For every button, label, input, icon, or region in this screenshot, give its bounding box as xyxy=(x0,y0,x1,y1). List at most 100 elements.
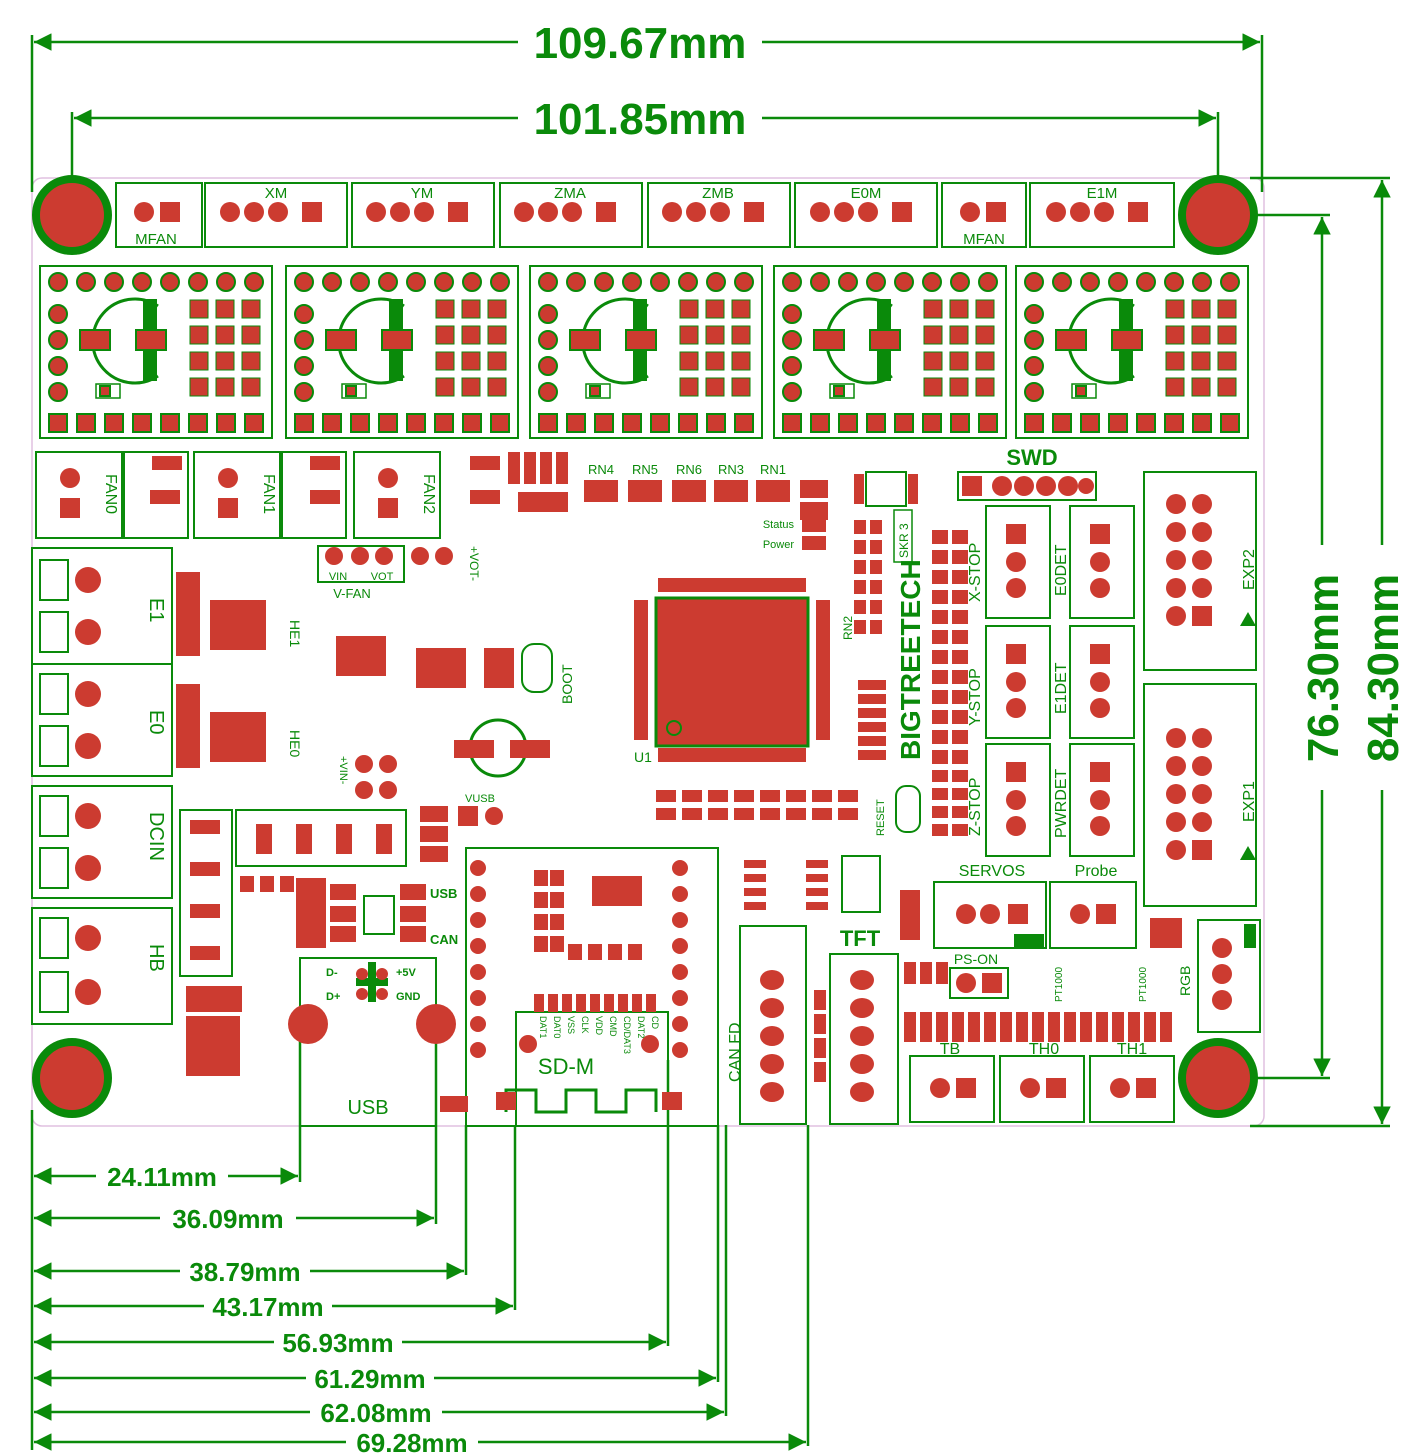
conn-label-e1m: E1M xyxy=(1087,185,1118,202)
smd-pad xyxy=(854,560,866,574)
smd-pad xyxy=(870,540,882,554)
driver-pin xyxy=(48,382,68,402)
driver-pin xyxy=(1024,330,1044,350)
driver-socket-5 xyxy=(1015,265,1249,439)
driver-pin xyxy=(978,272,998,292)
driver-socket-2 xyxy=(285,265,519,439)
dim-bottom-1: 24.11mm xyxy=(107,1162,217,1192)
sd-pad xyxy=(672,990,688,1006)
rgb-label: RGB xyxy=(1177,966,1193,996)
misc-smd-pads xyxy=(240,806,1182,1112)
vot-label: VOT xyxy=(371,571,394,583)
driver-jumper xyxy=(461,325,481,345)
e1det-label: E1DET xyxy=(1053,662,1070,714)
driver-pin xyxy=(160,272,180,292)
smd-pad xyxy=(656,790,676,802)
driver-pin xyxy=(434,413,454,433)
smd-pad xyxy=(812,790,832,802)
smd-pad xyxy=(952,730,968,744)
rn6-label: RN6 xyxy=(676,462,702,477)
driver-jumper xyxy=(461,299,481,319)
driver-pin xyxy=(894,413,914,433)
driver-pin xyxy=(622,413,642,433)
driver-jumper xyxy=(1191,299,1211,319)
smd-pad xyxy=(952,590,968,604)
sd-pad xyxy=(470,938,486,954)
driver-jumper xyxy=(241,325,261,345)
driver-silk xyxy=(341,383,367,399)
smd-pad xyxy=(858,750,886,760)
driver-jumper xyxy=(487,299,507,319)
driver-pin xyxy=(706,413,726,433)
driver-pin xyxy=(1052,413,1072,433)
bottom-right-resistors xyxy=(904,962,1172,1042)
sd-pad xyxy=(672,938,688,954)
sd-left-column xyxy=(470,860,688,1058)
driver-pin xyxy=(810,272,830,292)
tft-label: TFT xyxy=(840,926,881,951)
vin-label: VIN xyxy=(329,571,347,583)
smd-pad xyxy=(760,790,780,802)
sd-pad xyxy=(470,860,486,876)
fan1-label: FAN1 xyxy=(260,474,277,514)
driver-socket-3 xyxy=(529,265,763,439)
smd-pad xyxy=(952,750,968,764)
sd-pin-label: DAT1 xyxy=(538,1016,548,1038)
driver-jumper xyxy=(1217,325,1237,345)
dim-top-inner: 101.85mm xyxy=(534,95,747,144)
driver-pin xyxy=(894,272,914,292)
sd-pad xyxy=(470,1016,486,1032)
driver-jumper xyxy=(731,325,751,345)
driver-silk xyxy=(1071,383,1097,399)
smd-pad xyxy=(932,770,948,782)
driver-pin xyxy=(1220,272,1240,292)
driver-silk xyxy=(95,383,121,399)
driver-pin xyxy=(76,272,96,292)
smd-pad xyxy=(870,620,882,634)
driver-pin xyxy=(462,272,482,292)
vusb-label: VUSB xyxy=(465,793,495,805)
th1-label: TH1 xyxy=(1117,1041,1147,1058)
smd-pad xyxy=(550,936,564,952)
sd-pin-label: CLK xyxy=(580,1016,590,1034)
driver-pin xyxy=(378,413,398,433)
smd-pad xyxy=(806,874,828,882)
resistor-pad xyxy=(904,1012,916,1042)
usb-big-label: USB xyxy=(347,1097,388,1119)
driver-pin xyxy=(294,413,314,433)
driver-pin xyxy=(734,413,754,433)
driver-pin xyxy=(650,272,670,292)
smd-pad xyxy=(786,790,806,802)
resistor-pad xyxy=(1144,1012,1156,1042)
tb-label: TB xyxy=(940,1041,960,1058)
rn1-label: RN1 xyxy=(760,462,786,477)
driver-pin xyxy=(922,272,942,292)
exp1-label: EXP1 xyxy=(1241,781,1258,822)
driver-jumper xyxy=(975,299,995,319)
fan-pads xyxy=(60,452,568,518)
dim-bottom-6: 61.29mm xyxy=(314,1364,425,1394)
he0-label: HE0 xyxy=(287,730,303,757)
resistor-pad xyxy=(1080,1012,1092,1042)
driver-pad xyxy=(325,329,357,351)
driver-jumper xyxy=(1191,377,1211,397)
dminus-label: D- xyxy=(326,967,338,979)
smd-pad xyxy=(744,888,766,896)
driver-jumper xyxy=(435,351,455,371)
driver-jumper xyxy=(461,351,481,371)
driver-jumper xyxy=(189,351,209,371)
resistor-pad xyxy=(1160,1012,1172,1042)
resistor-pad xyxy=(920,962,932,984)
smd-pad xyxy=(932,710,948,724)
pt1000-label-2: PT1000 xyxy=(1138,967,1149,1002)
power-terminals xyxy=(31,547,173,1025)
driver-pad xyxy=(813,329,845,351)
driver-jumper xyxy=(705,299,725,319)
driver-pin xyxy=(294,304,314,324)
driver-pin xyxy=(1108,272,1128,292)
driver-jumper xyxy=(1191,351,1211,371)
sd-pad xyxy=(672,860,688,876)
smd-pad xyxy=(854,540,866,554)
